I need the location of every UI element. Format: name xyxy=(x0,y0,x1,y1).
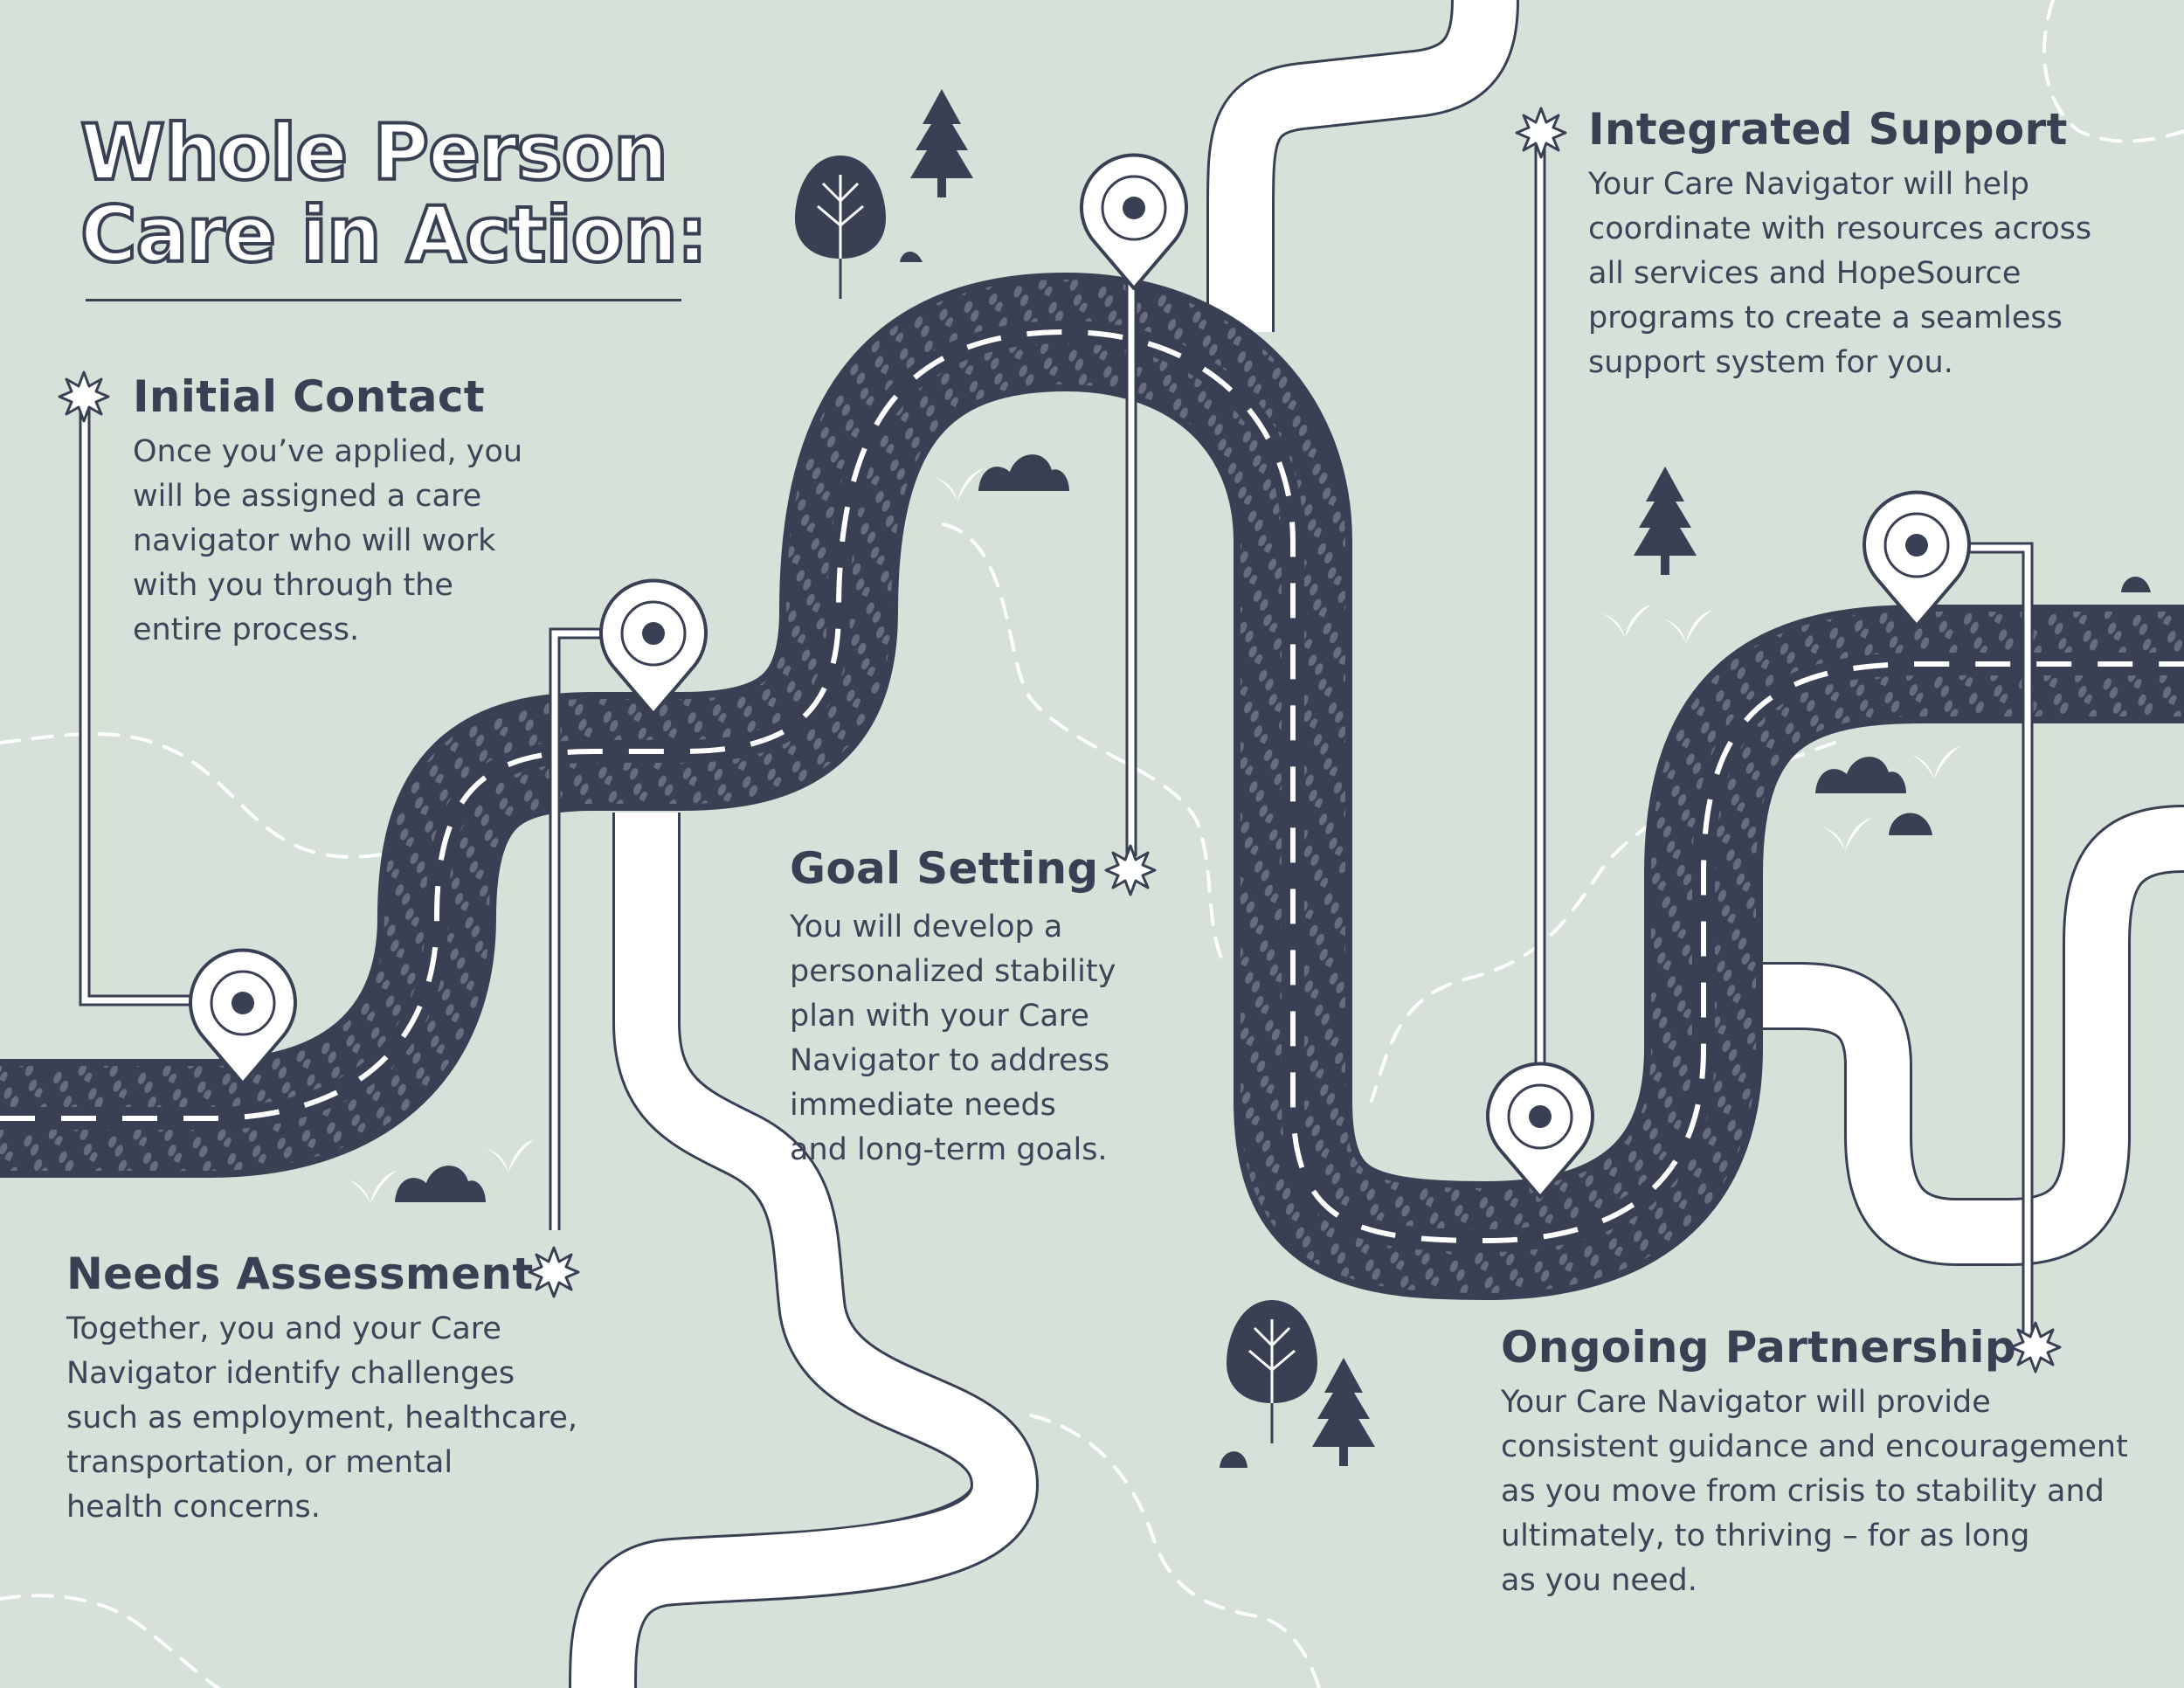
bush-icon xyxy=(1815,757,1906,793)
main-road xyxy=(0,273,2184,1300)
step-ongoing-partnership: Ongoing Partnership Your Care Navigator … xyxy=(1501,1321,2165,1603)
step-needs-assessment: Needs Assessment Together, you and your … xyxy=(66,1248,608,1530)
bush-icon xyxy=(1220,1451,1248,1468)
map-pin-icon xyxy=(1080,153,1188,290)
grass-tuft-icon xyxy=(486,1139,535,1173)
step-initial-contact: Initial Contact Once you’ve applied, you… xyxy=(133,370,622,653)
step-description: You will develop a personalized stabilit… xyxy=(790,910,1116,1167)
step-description: Together, you and your Care Navigator id… xyxy=(66,1311,578,1525)
step-description: Once you’ve applied, you will be assigne… xyxy=(133,434,523,647)
bush-icon xyxy=(2121,576,2151,592)
pine-tree-icon xyxy=(1312,1358,1375,1466)
grass-tuft-icon xyxy=(348,1171,397,1204)
step-heading: Goal Setting xyxy=(790,843,1099,894)
step-description: Your Care Navigator will provide consist… xyxy=(1501,1385,2128,1598)
grass-tuft-icon xyxy=(935,468,984,502)
step-heading: Initial Contact xyxy=(133,371,485,422)
title-divider xyxy=(86,299,681,301)
step-heading: Needs Assessment xyxy=(66,1249,534,1299)
grass-tuft-icon xyxy=(1602,605,1651,638)
bush-icon xyxy=(395,1166,486,1202)
step-description: Your Care Navigator will help coordinate… xyxy=(1588,167,2092,380)
grass-tuft-icon xyxy=(1663,610,1712,643)
bush-icon xyxy=(900,251,923,262)
white-paths-fill xyxy=(571,0,2184,1688)
round-tree-icon xyxy=(1225,1298,1319,1445)
step-heading: Ongoing Partnership xyxy=(1501,1322,2016,1373)
grass-tuft-icon xyxy=(1822,818,1871,851)
step-integrated-support: Integrated Support Your Care Navigator w… xyxy=(1588,103,2156,385)
pine-tree-icon xyxy=(1634,467,1697,575)
page-title-line-2: Care in Action: xyxy=(79,190,709,280)
round-tree-icon xyxy=(793,154,888,301)
starburst-icon xyxy=(58,370,110,423)
bush-icon xyxy=(978,454,1069,491)
grass-tuft-icon xyxy=(1911,746,1960,779)
bush-icon xyxy=(1889,813,1932,835)
step-goal-setting: Goal Setting You will develop a personal… xyxy=(790,842,1279,1173)
step-heading: Integrated Support xyxy=(1588,104,2068,155)
pine-tree-icon xyxy=(910,89,973,197)
starburst-icon xyxy=(1515,107,1567,159)
page-title-line-1: Whole Person xyxy=(79,107,670,197)
